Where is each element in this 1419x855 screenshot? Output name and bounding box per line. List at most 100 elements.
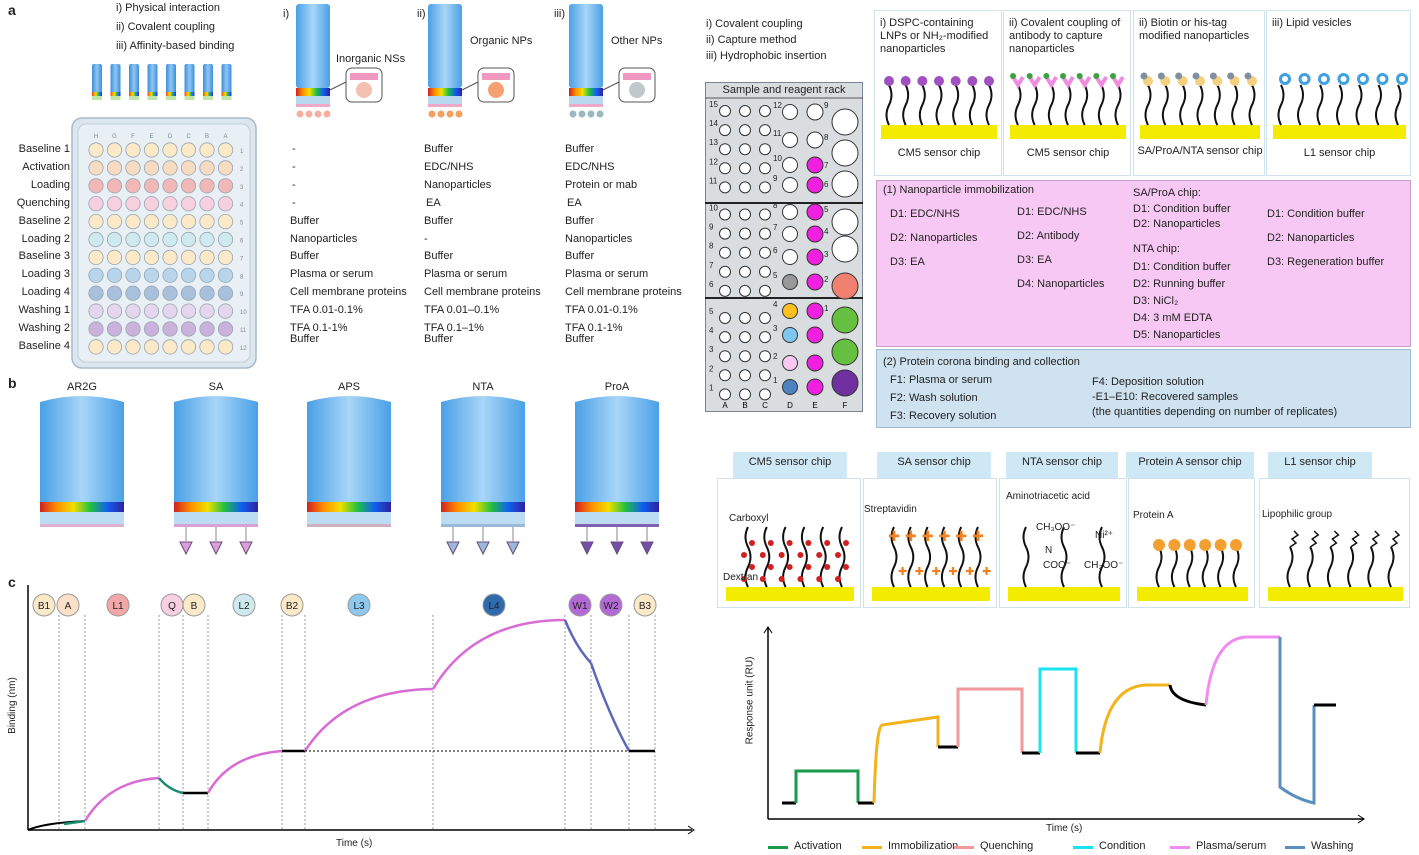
callout-surface [350, 73, 378, 80]
plate-well [88, 249, 104, 265]
carboxyl-dot [816, 576, 823, 582]
rack-e-number: 1 [824, 304, 829, 313]
chip-tab: L1 sensor chip [1268, 452, 1372, 478]
legend-label: Quenching [980, 840, 1034, 852]
plate-well [162, 142, 178, 158]
chip-surface [1010, 125, 1126, 139]
label-carboxyl: Carboxyl [729, 513, 769, 524]
corona-right-item: F4: Deposition solution [1092, 376, 1204, 388]
streptavidin-mark: ✚ [948, 566, 957, 578]
rack-well [739, 312, 751, 324]
plate-well [217, 339, 234, 355]
rack-well-e [806, 302, 824, 320]
rack-well [719, 388, 731, 401]
linker-chain [918, 84, 926, 126]
plate-well [143, 339, 160, 355]
plate-well [125, 339, 141, 355]
streptavidin-mark: ✚ [965, 566, 974, 578]
phase-badge-text: B3 [639, 601, 652, 612]
corona-left-item: F2: Wash solution [890, 392, 978, 404]
curve-loading1 [83, 776, 160, 822]
plate-well [106, 285, 123, 301]
rack-well [719, 350, 731, 363]
chip-schematic [717, 478, 861, 608]
rack-well [759, 265, 771, 278]
method-item-right: iii) Hydrophobic insertion [706, 50, 827, 62]
legend-swatch [862, 846, 882, 849]
linker-chain [1217, 546, 1225, 588]
ligand-shape [239, 541, 253, 556]
plate-row-number: 4 [240, 203, 244, 209]
vesicle-core [1399, 76, 1405, 82]
plate-well [217, 178, 234, 194]
protocol-cell: Cell membrane proteins [290, 286, 407, 299]
plate-well [199, 303, 215, 319]
plate-row-label: Baseline 2 [18, 214, 70, 227]
rack-well [759, 208, 771, 221]
protein-a-sphere [1214, 539, 1227, 551]
rack-well [739, 388, 751, 401]
rack-well [739, 284, 751, 297]
phase-badge: B3 [633, 593, 657, 617]
protocol-cell: Plasma or serum [290, 268, 374, 281]
phase-badge: W2 [599, 593, 623, 617]
plate-col-letter: G [112, 134, 117, 140]
corona-right-item: (the quantities depending on number of r… [1092, 406, 1338, 418]
condition-seg [1038, 667, 1078, 753]
phase-badge-text: B2 [286, 601, 299, 612]
method-item-right: i) Covalent coupling [706, 18, 803, 30]
antibody-shape [1061, 75, 1075, 89]
plate-well [199, 178, 215, 194]
panel-letter-b: b [8, 375, 17, 391]
plate-well [106, 267, 123, 283]
streptavidin-mark: ✚ [972, 528, 984, 544]
plate-well [217, 267, 234, 283]
plate-well [88, 321, 104, 337]
plate-well [125, 231, 141, 248]
plate-row-number: 12 [240, 346, 247, 352]
rack-well [719, 162, 731, 175]
rack-well [759, 162, 771, 175]
plate-well [106, 321, 123, 337]
protocol-cell: Buffer [290, 214, 320, 227]
linker-chain [1196, 84, 1204, 126]
plate-well [88, 178, 104, 194]
protocol-cell: Nanoparticles [565, 232, 633, 245]
rack-well-d [782, 157, 798, 173]
corona-box: (2) Protein corona binding and collectio… [876, 349, 1411, 428]
small-sensor-tube [129, 64, 139, 100]
rack-row-number: 12 [709, 157, 718, 166]
linker-chain [1201, 546, 1209, 588]
plate-well [199, 339, 215, 355]
chip-tab: NTA sensor chip [1006, 452, 1118, 478]
rack-well [739, 181, 751, 194]
linker-chain [1155, 546, 1163, 588]
protocol-cell: Buffer [565, 333, 595, 345]
rack-well-d [782, 303, 798, 319]
x-axis-arrow [687, 825, 695, 835]
rack-well [739, 350, 751, 363]
plate-well [88, 160, 104, 176]
linker-chain [902, 84, 910, 126]
ligand-shape [610, 541, 624, 556]
linker-chain [890, 526, 898, 588]
chip-surface [1137, 587, 1248, 601]
immob-col4-item: D3: Regeneration buffer [1267, 256, 1385, 268]
nanoparticle [455, 110, 463, 118]
curve-washing1 [563, 619, 592, 664]
carboxyl-dot [843, 564, 849, 570]
linker-chain [985, 84, 993, 126]
linker-chain [1394, 84, 1402, 126]
legend-label: Immobilization [888, 840, 959, 852]
big-sensor [569, 4, 656, 118]
rack-row-number: 5 [709, 307, 714, 316]
plate-well [180, 231, 197, 248]
phase-badge: B [182, 593, 206, 617]
plate-well [143, 142, 160, 158]
plate-well [162, 178, 178, 194]
immob-col4-item: D1: Condition buffer [1267, 208, 1365, 220]
protocol-cell: Buffer [290, 333, 320, 345]
protocol-cell: EDC/NHS [565, 160, 615, 173]
phase-badge: L1 [106, 593, 130, 617]
phase-badge-text: L1 [112, 601, 124, 612]
